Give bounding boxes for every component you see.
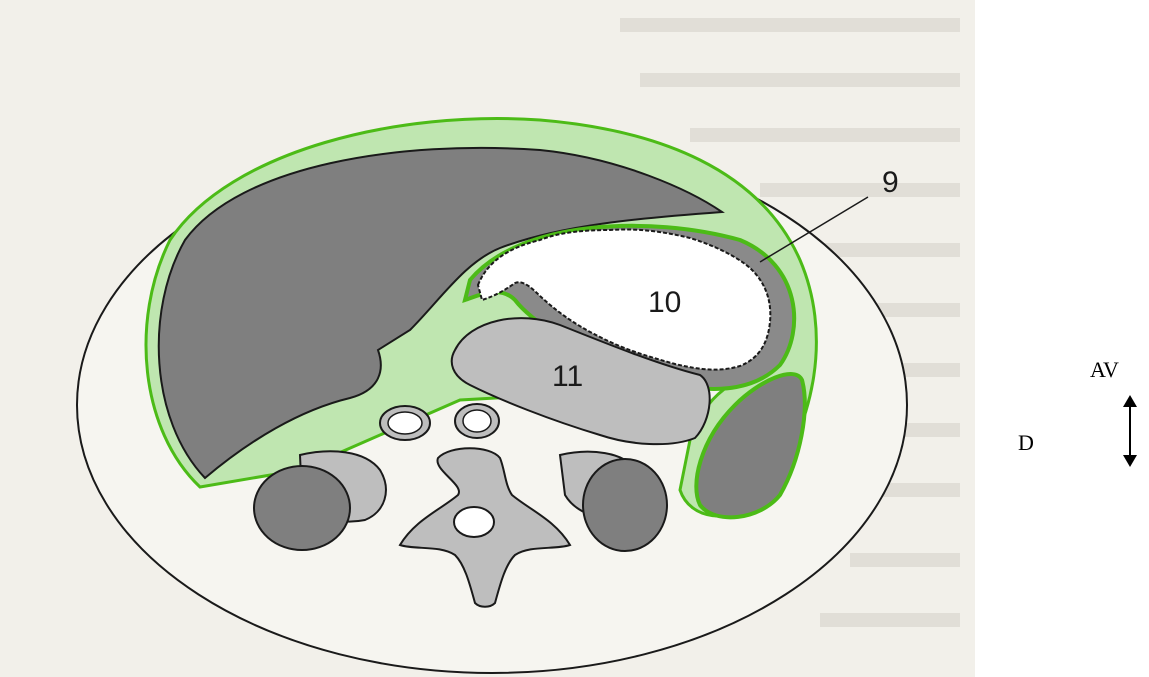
- vessel-aorta-lumen: [388, 412, 422, 434]
- vessel-vena-cava-lumen: [463, 410, 491, 432]
- spinal-canal: [454, 507, 494, 537]
- stomach-10-label: 10: [648, 286, 681, 319]
- orientation-anterior-label: AV: [1090, 357, 1119, 383]
- region-11-label: 11: [552, 360, 583, 393]
- double-vertical-arrow-icon: [1116, 395, 1144, 467]
- callout-9-label: 9: [882, 166, 899, 199]
- abdominal-cross-section-figure: 9 10 11: [0, 0, 975, 677]
- kidney-left: [254, 466, 350, 550]
- orientation-dorsal-label: D: [1018, 430, 1034, 456]
- kidney-right: [583, 459, 667, 551]
